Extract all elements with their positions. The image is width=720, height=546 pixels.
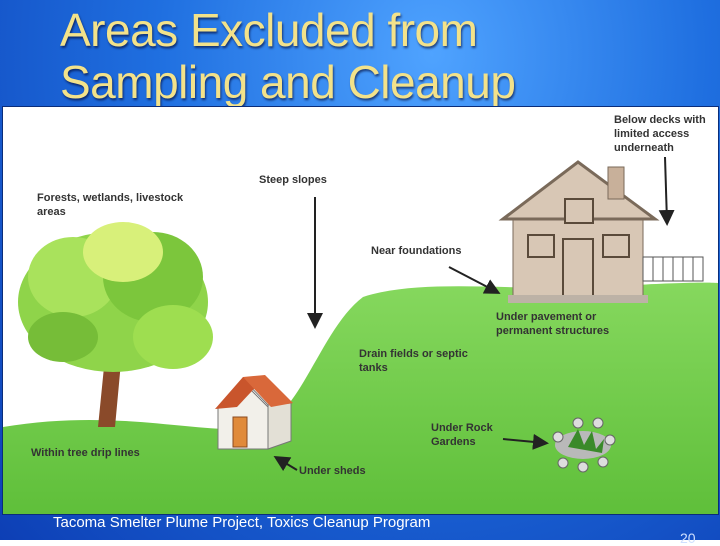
label-tree-drip-lines: Within tree drip lines (31, 446, 191, 460)
title-line-1: Areas Excluded from (60, 4, 620, 56)
label-under-rock-gardens: Under Rock Gardens (431, 421, 511, 449)
label-forests: Forests, wetlands, livestock areas (37, 191, 212, 219)
tree-illustration (18, 222, 213, 427)
page-number: 20 (680, 530, 696, 546)
slide-title: Areas Excluded from Sampling and Cleanup (60, 4, 620, 108)
label-below-decks: Below decks with limited access undernea… (614, 113, 718, 155)
label-under-sheds: Under sheds (299, 464, 389, 478)
slide-footer: Tacoma Smelter Plume Project, Toxics Cle… (53, 514, 430, 531)
label-under-pavement: Under pavement or permanent structures (496, 310, 626, 338)
label-steep-slopes: Steep slopes (259, 173, 359, 187)
label-near-foundations: Near foundations (371, 244, 491, 258)
house-illustration (503, 162, 703, 303)
illustration-panel: Forests, wetlands, livestock areas Steep… (2, 106, 719, 515)
title-line-2: Sampling and Cleanup (60, 56, 620, 108)
shed-illustration (215, 375, 293, 449)
below-decks-arrow (665, 157, 667, 222)
label-drain-fields: Drain fields or septic tanks (359, 347, 484, 375)
